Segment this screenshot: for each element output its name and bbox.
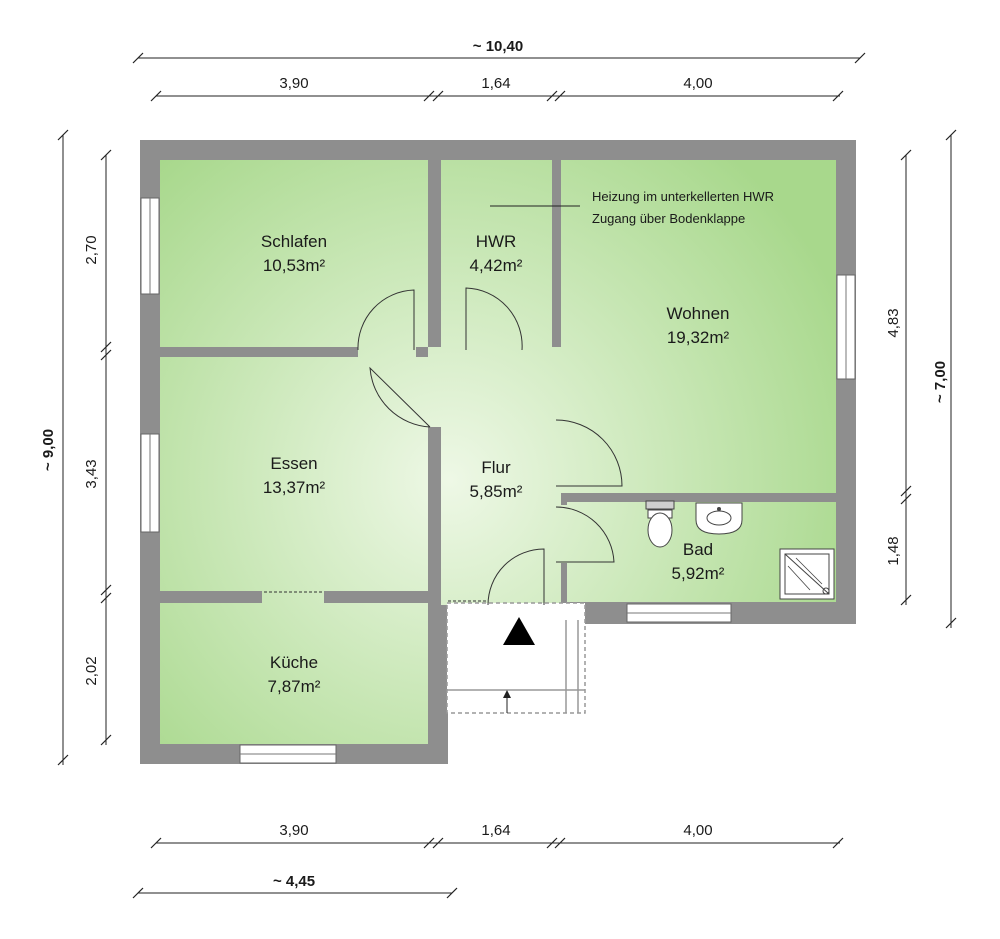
dim-bottom-2: 1,64	[481, 822, 510, 839]
door-openings	[262, 345, 570, 609]
room-name-kueche: Küche	[270, 653, 318, 672]
door-schlafen	[357, 289, 415, 351]
door-wohnen	[555, 419, 623, 487]
dim-right-2: 1,48	[885, 536, 902, 565]
dim-top-2: 1,64	[481, 75, 510, 92]
door-entrance	[487, 548, 545, 606]
dim-top-1: 3,90	[279, 75, 308, 92]
dim-top-3: 4,00	[683, 75, 712, 92]
room-name-flur: Flur	[481, 458, 511, 477]
dimension-labels: ~ 10,40 3,90 1,64 4,00 3,90 1,64 4,00 ~ …	[40, 38, 949, 890]
room-area-hwr: 4,42m²	[470, 256, 523, 275]
room-area-bad: 5,92m²	[672, 564, 725, 583]
floor-essen	[160, 357, 428, 591]
floor-areas	[160, 160, 836, 744]
dimension-lines	[57, 52, 957, 899]
room-area-wohnen: 19,32m²	[667, 328, 730, 347]
dim-top-total: ~ 10,40	[473, 38, 523, 55]
note-heating-line2: Zugang über Bodenklappe	[592, 211, 745, 226]
entrance-porch	[446, 602, 586, 714]
dim-right-total: ~ 7,00	[932, 361, 949, 403]
room-name-bad: Bad	[683, 540, 713, 559]
room-name-hwr: HWR	[476, 232, 517, 251]
room-name-wohnen: Wohnen	[666, 304, 729, 323]
room-name-essen: Essen	[270, 454, 317, 473]
floor-flur-upper	[428, 347, 561, 427]
floor-wohnen	[561, 160, 836, 493]
room-area-essen: 13,37m²	[263, 478, 326, 497]
sink-icon	[695, 502, 743, 535]
floor-schlafen	[160, 160, 428, 347]
bathroom-fixtures	[645, 500, 835, 600]
shower-icon	[779, 548, 835, 600]
floor-hwr	[441, 160, 552, 347]
door-hwr	[465, 287, 523, 351]
windows	[140, 197, 856, 764]
dim-bottom-total: ~ 4,45	[273, 873, 315, 890]
dim-left-3: 2,02	[83, 656, 100, 685]
room-area-flur: 5,85m²	[470, 482, 523, 501]
dim-bottom-3: 4,00	[683, 822, 712, 839]
room-area-kueche: 7,87m²	[268, 677, 321, 696]
dim-bottom-1: 3,90	[279, 822, 308, 839]
doors	[264, 287, 623, 606]
building	[140, 140, 856, 764]
dim-left-total: ~ 9,00	[40, 429, 57, 471]
room-labels: Schlafen 10,53m² HWR 4,42m² Wohnen 19,32…	[261, 189, 774, 696]
floor-kueche	[160, 603, 428, 744]
door-essen	[369, 366, 431, 428]
door-bad	[555, 506, 615, 563]
dim-right-1: 4,83	[885, 308, 902, 337]
dim-left-2: 3,43	[83, 459, 100, 488]
note-heating-line1: Heizung im unterkellerten HWR	[592, 189, 774, 204]
room-name-schlafen: Schlafen	[261, 232, 327, 251]
toilet-icon	[647, 512, 673, 548]
room-area-schlafen: 10,53m²	[263, 256, 326, 275]
dim-left-1: 2,70	[83, 235, 100, 264]
entrance-arrow-icon	[503, 617, 535, 645]
